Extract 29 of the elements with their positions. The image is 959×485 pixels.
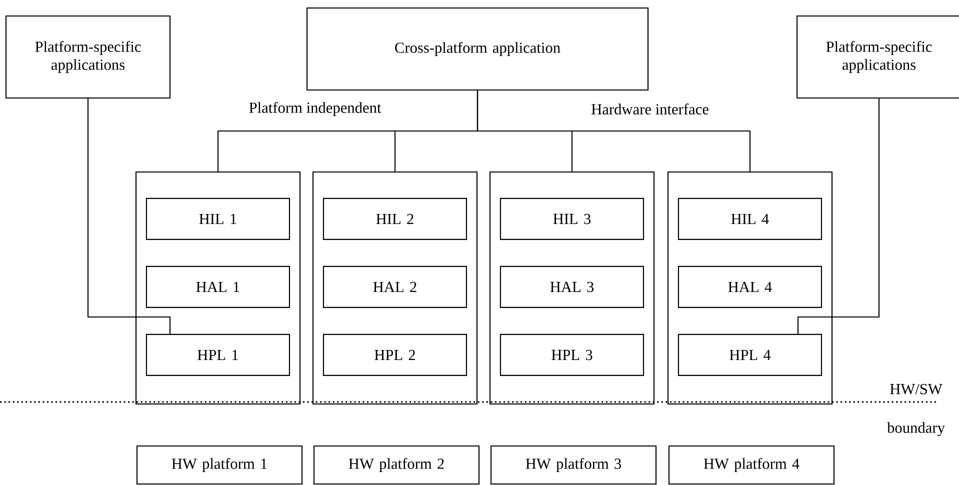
stack-box	[489, 171, 655, 405]
annotation-text: Hardware interface	[592, 104, 708, 114]
stack-box	[667, 171, 833, 405]
layer-box: HAL 1	[146, 266, 290, 308]
application-box: Platform-specific applications	[5, 15, 171, 99]
platform-box: HW platform 1	[136, 445, 303, 485]
annotation-text: HW/SW boundary	[887, 384, 945, 436]
platform-box: HW platform 3	[490, 445, 657, 485]
layer-box: HAL 4	[678, 266, 822, 308]
connector-line	[797, 98, 880, 334]
layer-box: HIL 1	[146, 198, 290, 240]
layer-box: HPL 1	[146, 334, 290, 376]
layer-box: HPL 4	[678, 334, 822, 376]
platform-box: HW platform 4	[668, 445, 835, 485]
layer-box: HPL 3	[500, 334, 644, 376]
connector-line	[87, 98, 171, 334]
application-box: Platform-specific applications	[796, 15, 959, 99]
layer-box: HAL 2	[322, 266, 468, 308]
layer-box: HIL 4	[678, 198, 822, 240]
layer-box: HPL 2	[322, 334, 468, 376]
annotation-text: Platform independent	[249, 102, 382, 116]
stack-box	[135, 171, 301, 405]
layer-box: HIL 2	[322, 198, 468, 240]
platform-box: HW platform 2	[313, 445, 480, 485]
connector-line	[476, 90, 751, 172]
layer-box: HAL 3	[500, 266, 644, 308]
layer-box: HIL 3	[500, 198, 644, 240]
application-box: Cross-platform application	[306, 7, 649, 91]
stack-box	[312, 171, 478, 405]
